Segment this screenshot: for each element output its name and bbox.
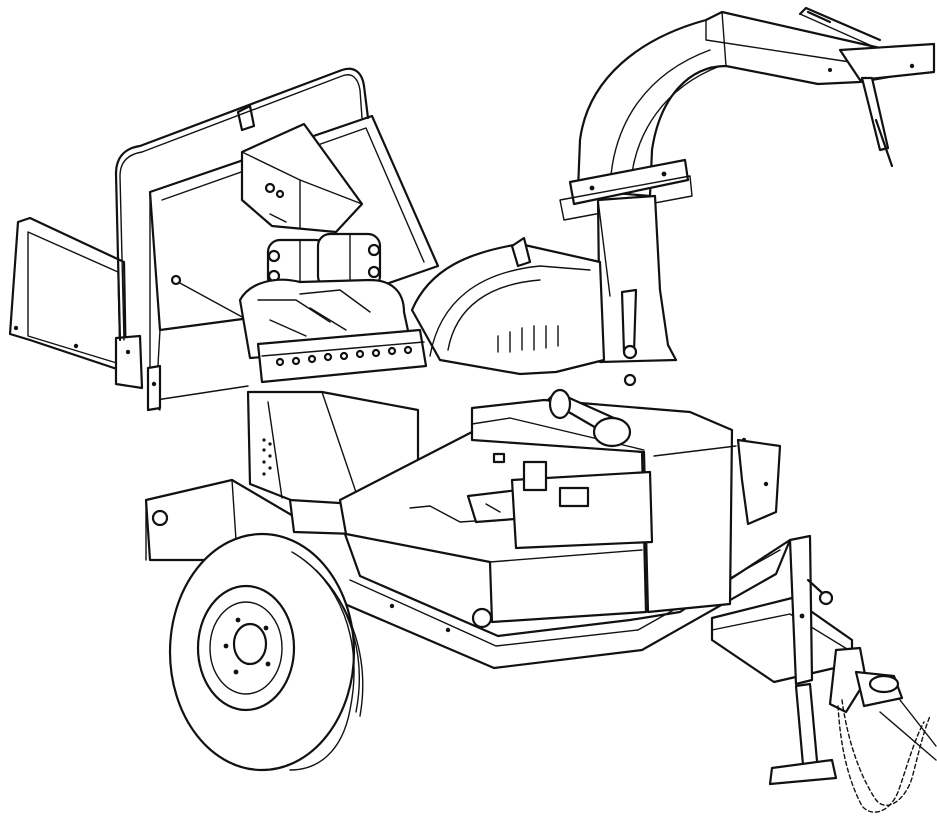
engine-enclosure [246, 390, 782, 624]
roller-studs [275, 345, 413, 367]
wheel-and-tire [168, 532, 364, 772]
control-box [240, 122, 364, 234]
safety-chains [837, 699, 937, 813]
vent-grille [262, 438, 272, 476]
air-filter [546, 388, 632, 448]
deflector-handle [798, 6, 894, 168]
hopper-feed-rollers [238, 278, 428, 384]
tongue-coupler [710, 596, 904, 714]
flywheel-housing [410, 194, 678, 387]
safety-control-bar [114, 67, 370, 342]
jack-stand [768, 534, 838, 786]
discharge-chute [559, 10, 936, 221]
housing-fins [497, 325, 559, 353]
